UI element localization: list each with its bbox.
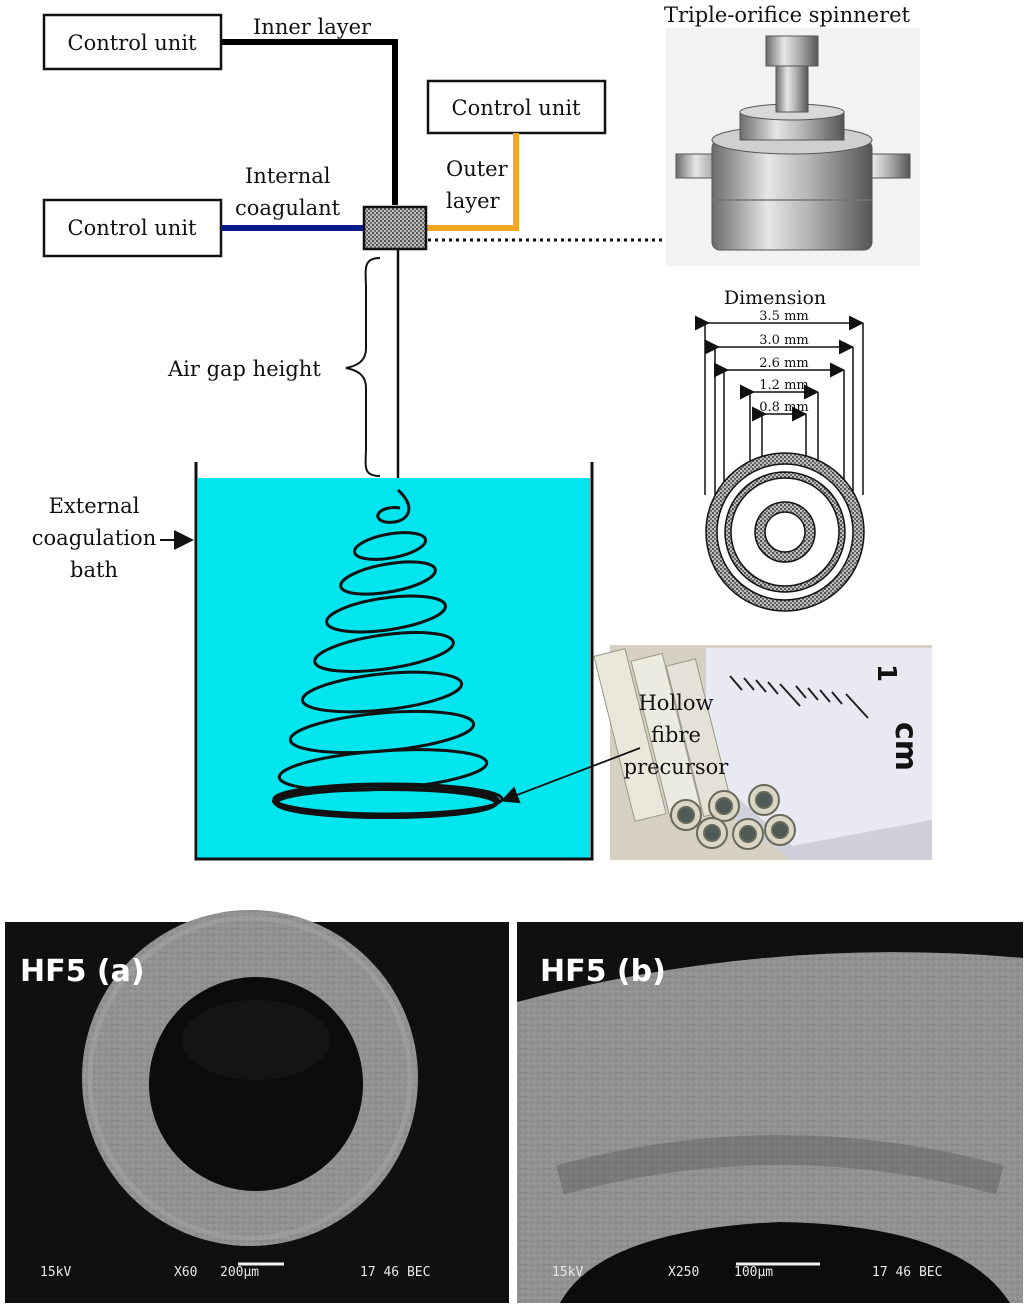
sem-a-kv: 15kV (40, 1265, 71, 1280)
ruler-mark: 1 (871, 664, 901, 682)
spinneret-title: Triple-orifice spinneret (664, 3, 911, 27)
fibre-spiral (272, 488, 504, 819)
internal-coagulant-label-2: coagulant (235, 196, 341, 220)
dimension-2: 3.0 mm (759, 333, 808, 348)
air-gap-label: Air gap height (167, 357, 321, 381)
dimension-5: 0.8 mm (759, 400, 808, 415)
sem-a-scale: 200µm (220, 1265, 259, 1280)
precursor-arrow (500, 747, 641, 804)
inner-layer-line (221, 39, 398, 205)
control-unit-outer-box (426, 79, 607, 135)
bath-label-3: bath (70, 558, 118, 582)
sem-b-title: HF5 (b) (540, 954, 666, 989)
control-unit-coagulant-box (42, 198, 223, 258)
bath-label-1: External (49, 494, 140, 518)
sem-b-code: 17 46 BEC (872, 1265, 942, 1280)
coagulation-bath-tank (194, 462, 594, 861)
sem-panel-b (517, 922, 1023, 1303)
precursor-label-1: Hollow (638, 691, 713, 715)
control-unit-outer-label: Control unit (452, 96, 582, 120)
ruler-unit: cm (888, 722, 923, 771)
control-unit-inner-box (42, 13, 223, 71)
sem-a-code: 17 46 BEC (360, 1265, 430, 1280)
sem-a-mag: X60 (174, 1265, 197, 1280)
sem-b-mag: X250 (668, 1265, 699, 1280)
control-unit-inner-label: Control unit (68, 31, 198, 55)
dimension-drawing (695, 315, 864, 510)
outer-layer-label-2: layer (446, 189, 501, 213)
sem-a-title: HF5 (a) (20, 954, 145, 989)
inner-layer-label: Inner layer (253, 15, 372, 39)
sem-b-kv: 15kV (552, 1265, 583, 1280)
dimension-4: 1.2 mm (759, 378, 808, 393)
dimension-1: 3.5 mm (759, 309, 808, 324)
bath-label-2: coagulation (32, 526, 156, 550)
dimension-3: 2.6 mm (759, 356, 808, 371)
sem-b-scale: 100µm (734, 1265, 773, 1280)
dimension-title: Dimension (724, 287, 826, 309)
outer-layer-label-1: Outer (446, 157, 509, 181)
outer-layer-line (426, 133, 519, 231)
precursor-photo (593, 645, 932, 860)
sem-panel-a (5, 910, 509, 1303)
internal-coagulant-label-1: Internal (245, 164, 331, 188)
control-unit-coagulant-label: Control unit (68, 216, 198, 240)
precursor-label-2: fibre (651, 723, 701, 747)
precursor-label-3: precursor (624, 755, 730, 779)
spinneret-cross-section (705, 452, 865, 612)
spinneret-block (362, 205, 428, 251)
air-gap-brace (345, 257, 381, 477)
spinneret-photo (666, 28, 920, 266)
